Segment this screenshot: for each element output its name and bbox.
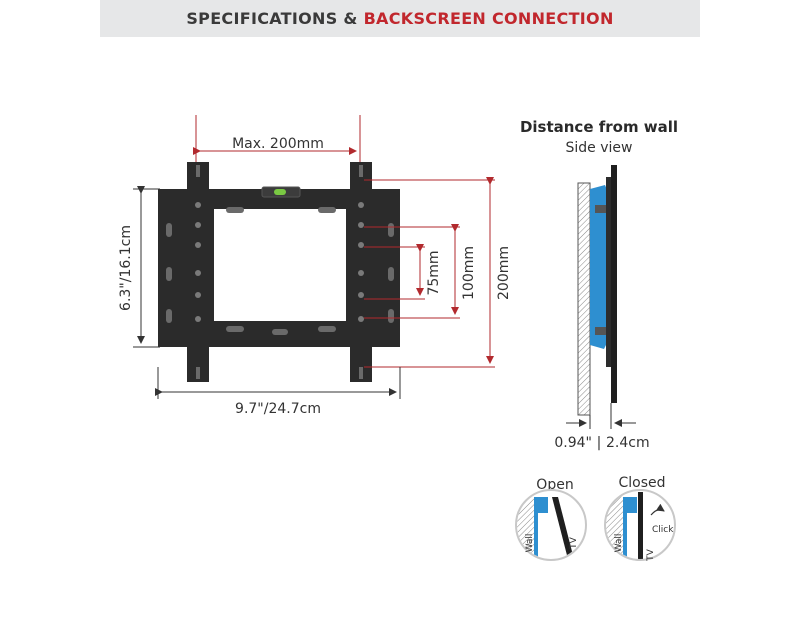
title-part-1: SPECIFICATIONS & bbox=[186, 9, 364, 28]
width-label: 9.7"/24.7cm bbox=[235, 401, 321, 417]
depth-label-cm: 2.4cm bbox=[606, 435, 650, 451]
wall-bracket bbox=[158, 162, 400, 382]
depth-label-inches: 0.94" bbox=[554, 435, 592, 451]
height-dimension: 6.3"/16.1cm bbox=[118, 186, 160, 348]
max-spacing-dimension: Max. 200mm bbox=[193, 115, 361, 165]
max-spacing-label: Max. 200mm bbox=[232, 136, 324, 152]
vesa-75-label: 75mm bbox=[426, 250, 442, 295]
click-label: Click bbox=[652, 525, 674, 535]
closed-state: Closed Click Wall TV bbox=[604, 475, 676, 562]
open-label: Open bbox=[536, 477, 573, 493]
open-state: Open Wall TV bbox=[515, 477, 587, 561]
width-dimension: 9.7"/24.7cm bbox=[155, 367, 401, 417]
closed-tv-label: TV bbox=[646, 548, 656, 561]
open-tv-label: TV bbox=[569, 536, 579, 549]
height-label: 6.3"/16.1cm bbox=[118, 225, 134, 311]
vesa-200-label: 200mm bbox=[496, 246, 512, 300]
wall-section bbox=[577, 182, 591, 416]
vesa-dimensions: 75mm 100mm 200mm bbox=[364, 177, 512, 368]
spec-diagram: SPECIFICATIONS & BACKSCREEN CONNECTION M bbox=[100, 0, 700, 562]
page-title: SPECIFICATIONS & BACKSCREEN CONNECTION bbox=[100, 0, 700, 37]
side-view: Distance from wall Side view 0.94" | 2.4… bbox=[520, 118, 678, 451]
open-wall-label: Wall bbox=[525, 534, 535, 553]
side-view-title: Distance from wall bbox=[520, 118, 678, 136]
tv-panel-side bbox=[611, 165, 617, 403]
depth-separator: | bbox=[597, 435, 602, 451]
closed-wall-label: Wall bbox=[614, 534, 624, 553]
click-arrow-icon bbox=[650, 503, 665, 516]
side-view-subtitle: Side view bbox=[566, 140, 633, 156]
front-view: Max. 200mm bbox=[118, 115, 512, 417]
bracket-plate bbox=[590, 185, 608, 349]
header-band: SPECIFICATIONS & BACKSCREEN CONNECTION bbox=[100, 0, 700, 37]
diagram-canvas: Max. 200mm bbox=[118, 115, 678, 562]
vesa-100-label: 100mm bbox=[461, 246, 477, 300]
closed-label: Closed bbox=[618, 475, 665, 491]
title-part-2: BACKSCREEN CONNECTION bbox=[363, 9, 614, 28]
